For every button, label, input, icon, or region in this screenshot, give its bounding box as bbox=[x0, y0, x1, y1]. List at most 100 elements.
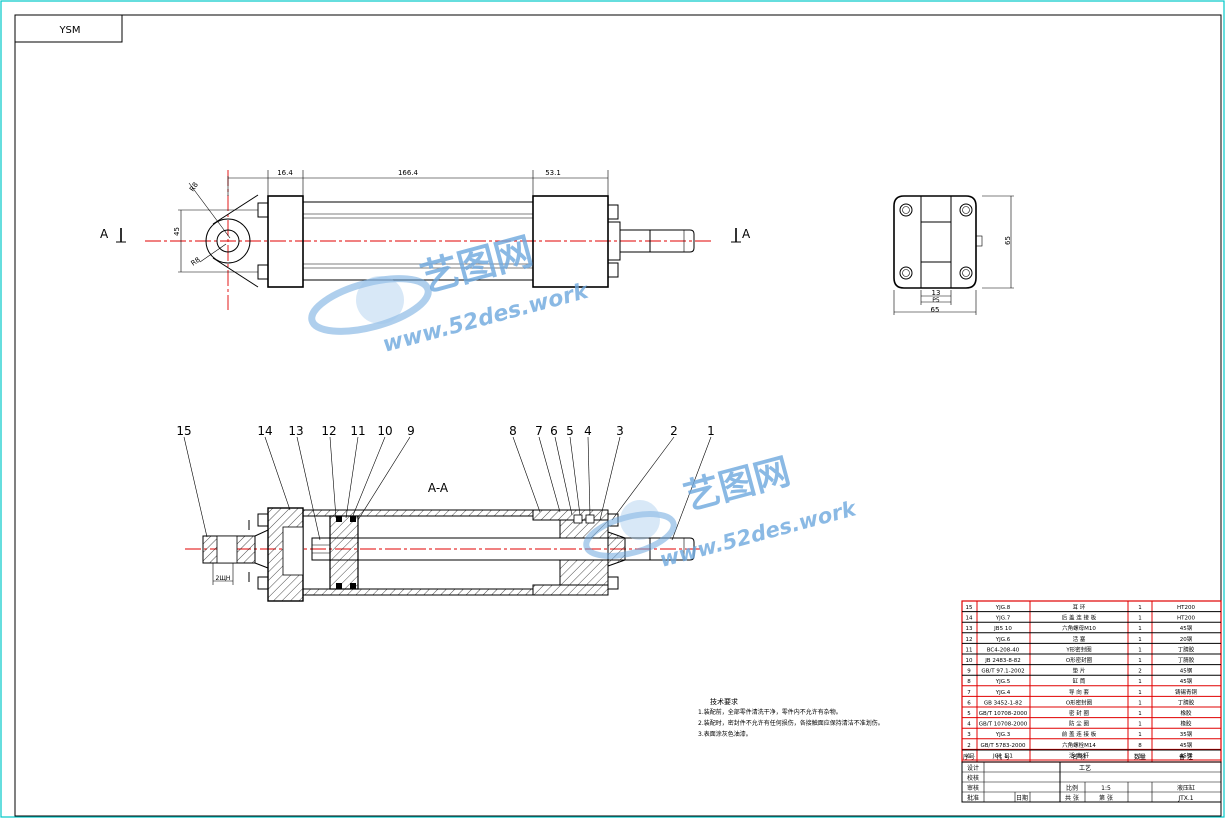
callout-13: 13 bbox=[288, 424, 303, 438]
tb-approve: 批准 bbox=[967, 794, 979, 802]
bom-cell-name: 垫 片 bbox=[1073, 667, 1086, 675]
callout-8: 8 bbox=[509, 424, 517, 438]
callout-5: 5 bbox=[566, 424, 574, 438]
bom-cell-code: GB/T 97.1-2002 bbox=[981, 669, 1024, 675]
callout-3: 3 bbox=[616, 424, 624, 438]
bom-header-name: 名 称 bbox=[1072, 753, 1086, 761]
radius-label-1: R8 bbox=[188, 181, 200, 193]
dim-45: 45 bbox=[173, 227, 181, 236]
section-mark-left: A bbox=[100, 227, 109, 241]
bom-cell-code: JB 2483-8-82 bbox=[984, 658, 1021, 664]
tb-craft: 工艺 bbox=[1079, 764, 1091, 772]
section-view: A-A bbox=[176, 424, 715, 602]
side-dim-65-v: 65 bbox=[1004, 236, 1012, 245]
bom-cell-name: 耳 环 bbox=[1073, 604, 1086, 611]
side-view: 65 65 13 P5 bbox=[893, 195, 1014, 315]
bom-cell-no: 6 bbox=[967, 700, 971, 706]
bom-cell-no: 4 bbox=[967, 722, 971, 728]
callout-4: 4 bbox=[584, 424, 592, 438]
tb-review: 审核 bbox=[967, 784, 979, 792]
bom-cell-qty: 1 bbox=[1138, 753, 1142, 759]
bom-cell-qty: 1 bbox=[1138, 722, 1142, 728]
bom-cell-code: JB5 10 bbox=[993, 626, 1012, 632]
callout-6: 6 bbox=[550, 424, 558, 438]
frame-tag-box bbox=[14, 14, 123, 43]
watermark-brand-1: 艺图网 bbox=[416, 229, 538, 301]
bom-cell-qty: 1 bbox=[1138, 616, 1142, 622]
callout-12: 12 bbox=[321, 424, 336, 438]
bom-cell-qty: 1 bbox=[1138, 605, 1142, 611]
bom-header-no: 序号 bbox=[963, 753, 975, 761]
bom-cell-code: YJG.8 bbox=[995, 605, 1011, 611]
bom-cell-code: GB/T 10708-2000 bbox=[979, 711, 1028, 717]
title-block: 设计 校核 审核 批准 日期 比例 1:5 液压缸 工艺 共 张 第 张 JTX… bbox=[961, 761, 1222, 803]
bom-cell-no: 11 bbox=[966, 647, 973, 653]
bom-cell-name: 缸 筒 bbox=[1073, 677, 1086, 685]
dim-166-4: 166.4 bbox=[398, 169, 419, 177]
bom-cell-mat: 橡胶 bbox=[1180, 720, 1192, 728]
frame-tag: YSM bbox=[58, 25, 80, 36]
radius-label-2: R8 bbox=[190, 256, 202, 268]
tb-check: 校核 bbox=[967, 774, 979, 782]
bom-cell-qty: 1 bbox=[1138, 647, 1142, 653]
bom-cell-qty: 2 bbox=[1138, 669, 1142, 675]
bom-cell-mat: 45钢 bbox=[1180, 667, 1193, 675]
watermark-url-1: www.52des.work bbox=[380, 279, 592, 358]
callout-14: 14 bbox=[257, 424, 272, 438]
bom-header-qty: 数量 bbox=[1134, 753, 1146, 761]
dim-53-1: 53.1 bbox=[545, 169, 561, 177]
tb-drawing-name: 液压缸 bbox=[1177, 784, 1195, 792]
bom-cell-name: 六角螺母M10 bbox=[1062, 624, 1096, 632]
callout-9: 9 bbox=[407, 424, 415, 438]
section-dim: 2ЩН bbox=[216, 575, 231, 582]
side-dim-13: 13 bbox=[932, 289, 941, 297]
watermark-2: 艺图网 www.52des.work bbox=[583, 451, 860, 572]
bom-cell-qty: 1 bbox=[1138, 690, 1142, 696]
bom-cell-no: 10 bbox=[966, 658, 973, 664]
bom-cell-name: O形密封圈 bbox=[1066, 698, 1093, 706]
bom-cell-code: BC4-208-40 bbox=[987, 647, 1020, 653]
bom-cell-mat: 橡胶 bbox=[1180, 709, 1192, 717]
bom-cell-name: 防 尘 圈 bbox=[1069, 720, 1089, 728]
bom-cell-no: 13 bbox=[966, 626, 973, 632]
bom-cell-no: 9 bbox=[967, 669, 971, 675]
bom-cell-name: 导 向 套 bbox=[1069, 688, 1089, 696]
bom-cell-qty: 1 bbox=[1138, 679, 1142, 685]
tb-date: 日期 bbox=[1016, 794, 1028, 802]
bom-cell-no: 14 bbox=[966, 616, 973, 622]
bom-cell-no: 5 bbox=[967, 711, 971, 717]
callout-1: 1 bbox=[707, 424, 715, 438]
bom-cell-mat: 丁腈胶 bbox=[1178, 656, 1195, 664]
bom-cell-qty: 1 bbox=[1138, 626, 1142, 632]
bom-cell-code: YJG.7 bbox=[995, 616, 1011, 622]
side-dim-p5: P5 bbox=[932, 297, 940, 304]
side-dim-65-h: 65 bbox=[931, 306, 940, 314]
section-mark-right: A bbox=[742, 227, 751, 241]
inner-border bbox=[14, 14, 1222, 817]
bom-cell-mat: HT200 bbox=[1177, 605, 1195, 611]
bom-cell-mat: 35钢 bbox=[1180, 730, 1193, 738]
tb-sheets: 共 张 bbox=[1065, 794, 1079, 802]
section-title: A-A bbox=[428, 481, 449, 495]
bom-cell-code: JG1 1.1 bbox=[992, 753, 1013, 759]
watermark-brand-2: 艺图网 bbox=[680, 451, 795, 519]
callout-7: 7 bbox=[535, 424, 543, 438]
bom-cell-qty: 1 bbox=[1138, 658, 1142, 664]
bom-cell-qty: 1 bbox=[1138, 700, 1142, 706]
watermark-1: 艺图网 www.52des.work bbox=[308, 229, 592, 358]
bom-cell-name: 六角螺栓M14 bbox=[1062, 741, 1096, 749]
notes-line-2: 2.装配时，密封件不允许有任何损伤，各接触面应保持清洁不准划伤。 bbox=[698, 719, 884, 727]
tb-design: 设计 bbox=[967, 764, 979, 772]
bom-cell-no: 12 bbox=[966, 637, 973, 643]
tb-code: JTX.1 bbox=[1177, 795, 1193, 802]
bom-cell-code: GB 3452-1-82 bbox=[984, 700, 1022, 706]
bom-cell-qty: 1 bbox=[1138, 732, 1142, 738]
bom-cell-mat: 45钢 bbox=[1180, 741, 1193, 749]
bom-cell-code: YJG.3 bbox=[995, 732, 1011, 738]
bom-cell-name: 活 塞 bbox=[1073, 635, 1086, 643]
bom-cell-name: 活 塞 杆 bbox=[1069, 751, 1089, 759]
bom-cell-code: YJG.5 bbox=[995, 679, 1011, 685]
bom-cell-no: 2 bbox=[967, 743, 971, 749]
